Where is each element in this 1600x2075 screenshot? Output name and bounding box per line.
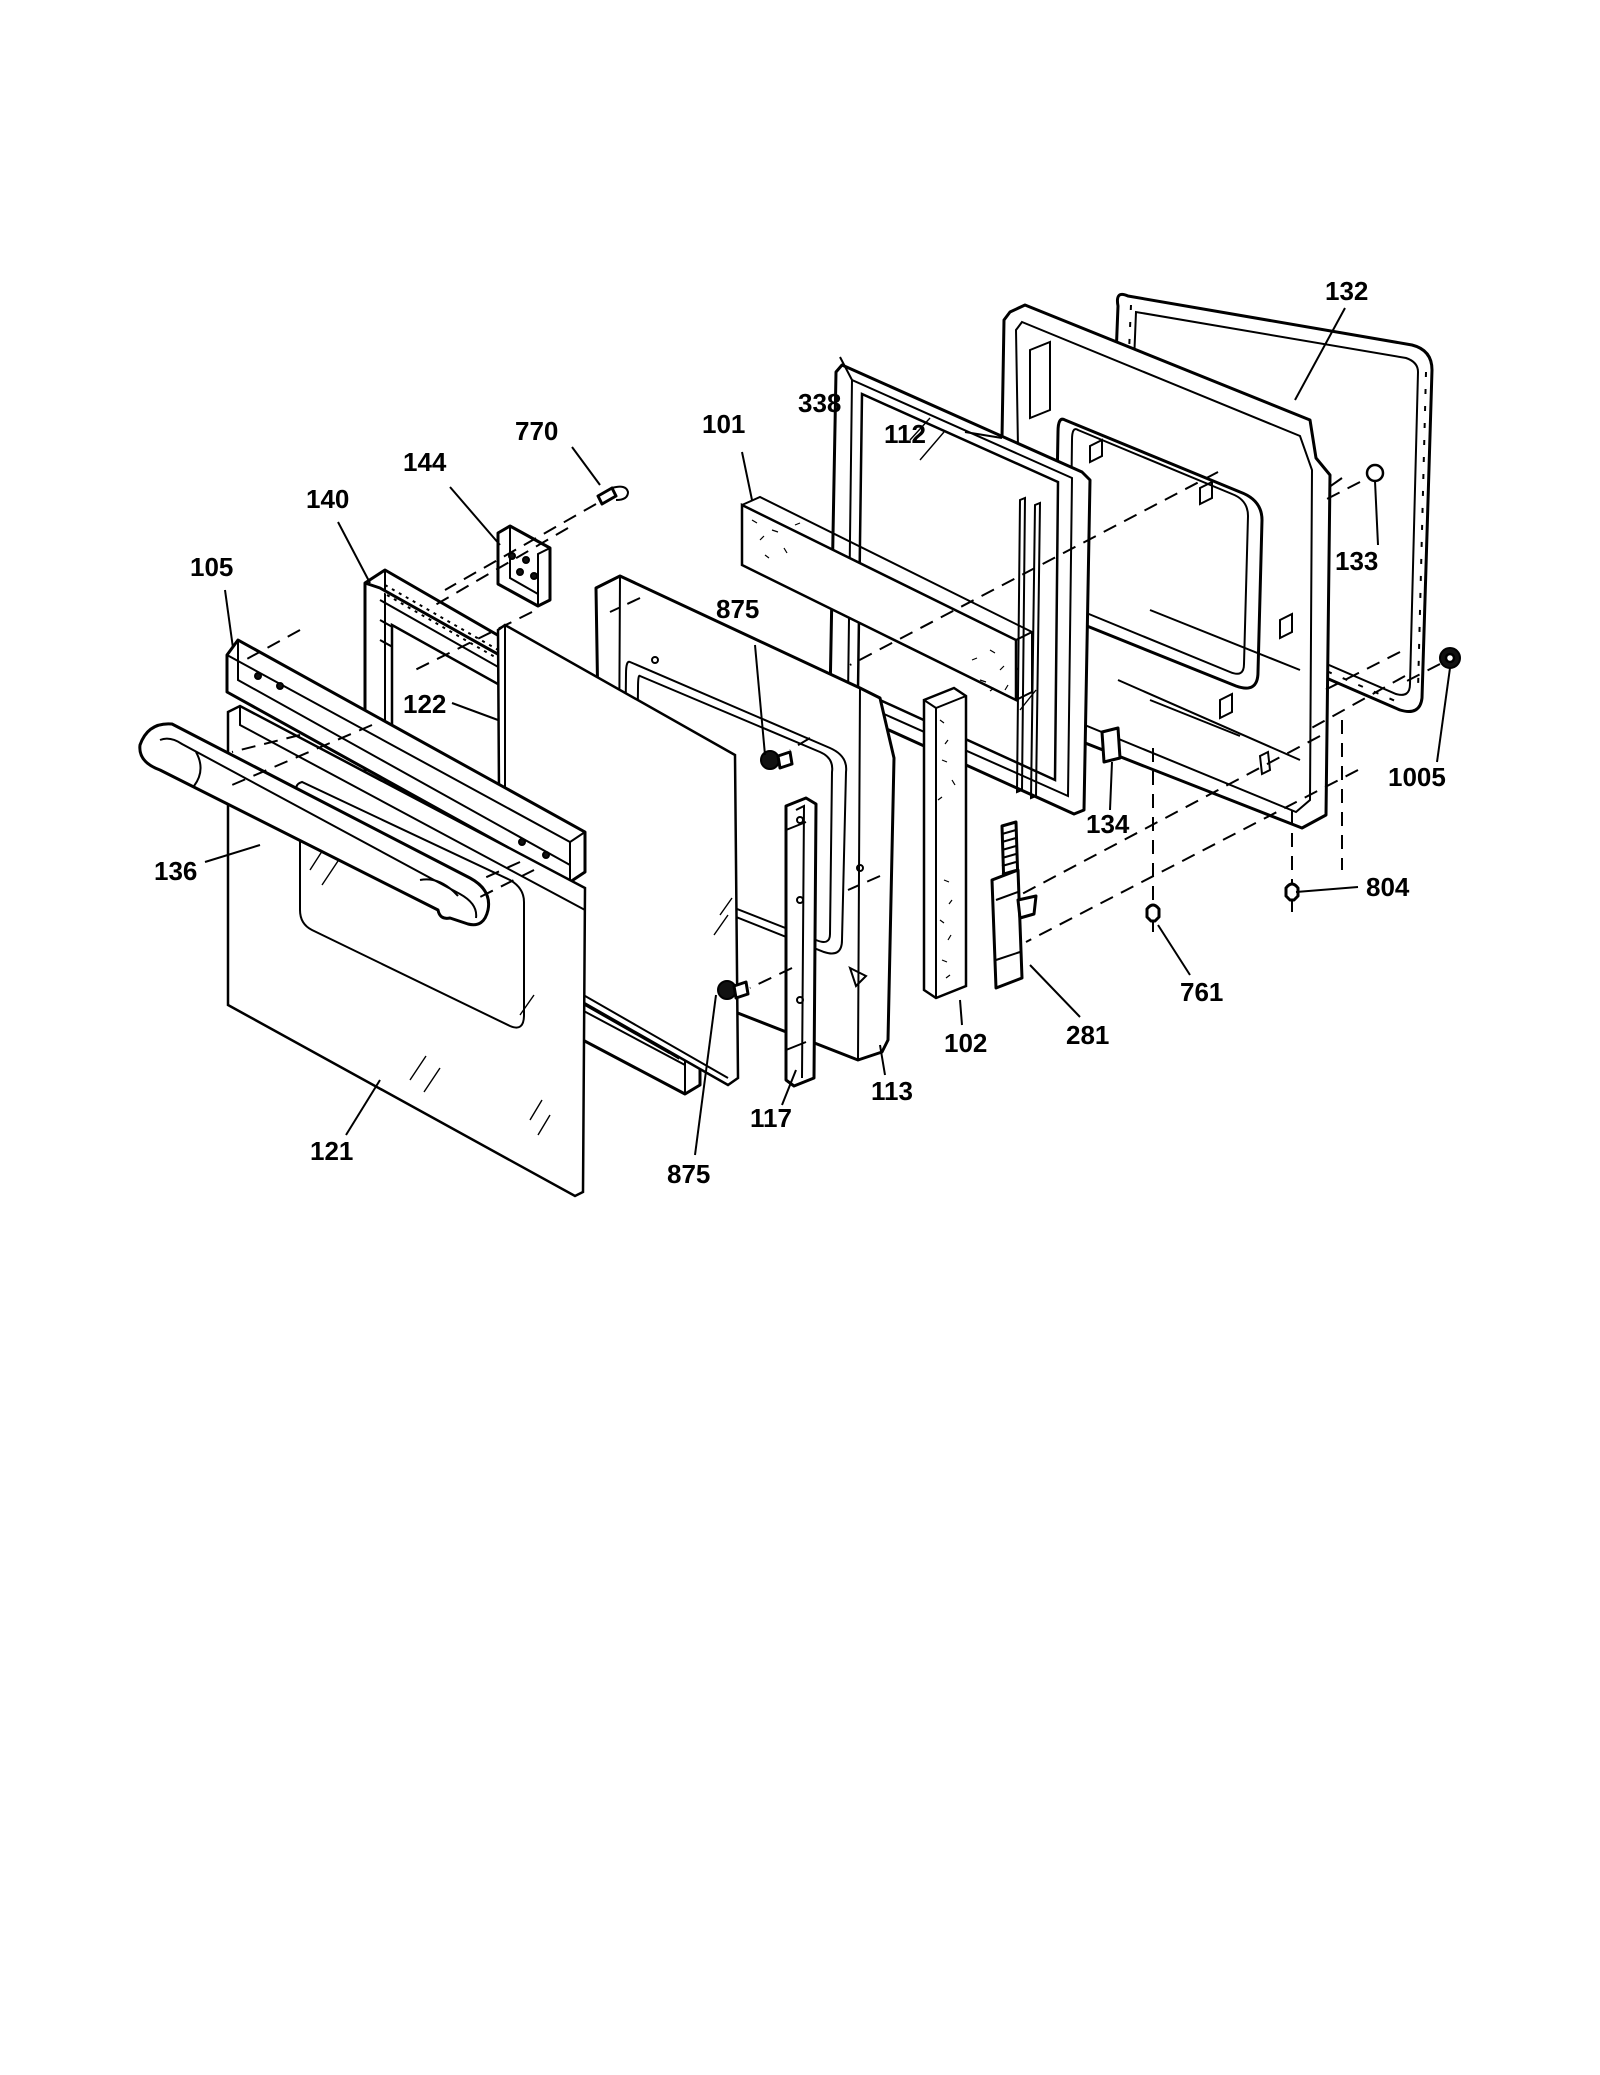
assembly-lines: [231, 471, 1441, 989]
callout-101: 101: [702, 409, 745, 439]
leader-lines: [204, 307, 1451, 1156]
callout-875-upper: 875: [716, 594, 759, 624]
part-101-insulation-strip: [740, 495, 1035, 703]
callouts: 132 338 112 101 770 144 140 133 105 875 …: [154, 276, 1446, 1189]
part-105-top-trim: [225, 638, 587, 884]
callout-281: 281: [1066, 1020, 1109, 1050]
part-133-plug: [1365, 463, 1385, 546]
callout-761: 761: [1180, 977, 1223, 1007]
callout-1005: 1005: [1388, 762, 1446, 792]
screw-1005: [1439, 647, 1461, 669]
callout-136: 136: [154, 856, 197, 886]
callout-122: 122: [403, 689, 446, 719]
callout-105: 105: [190, 552, 233, 582]
part-134-pin: [1100, 726, 1122, 811]
callout-770: 770: [515, 416, 558, 446]
callout-134: 134: [1086, 809, 1130, 839]
callout-121: 121: [310, 1136, 353, 1166]
callout-804: 804: [1366, 872, 1410, 902]
part-117-side-channel: [784, 796, 818, 1088]
screw-875-upper: [760, 750, 794, 770]
callout-132: 132: [1325, 276, 1368, 306]
callout-133: 133: [1335, 546, 1378, 576]
callout-875-lower: 875: [667, 1159, 710, 1189]
callout-338: 338: [798, 388, 841, 418]
screw-761: [1145, 903, 1161, 932]
screw-804: [1284, 882, 1300, 912]
callout-140: 140: [306, 484, 349, 514]
callout-112: 112: [884, 419, 926, 449]
part-281-hinge: [990, 820, 1038, 990]
part-136-door-handle: [138, 722, 491, 927]
screw-770: [596, 485, 630, 506]
callout-102: 102: [944, 1028, 987, 1058]
part-102-side-insulation: [922, 686, 968, 1000]
callout-117: 117: [750, 1103, 792, 1133]
part-144-bracket-plate: [496, 524, 552, 608]
callout-113: 113: [871, 1076, 913, 1106]
screw-875-lower: [717, 980, 750, 1000]
callout-144: 144: [403, 447, 447, 477]
